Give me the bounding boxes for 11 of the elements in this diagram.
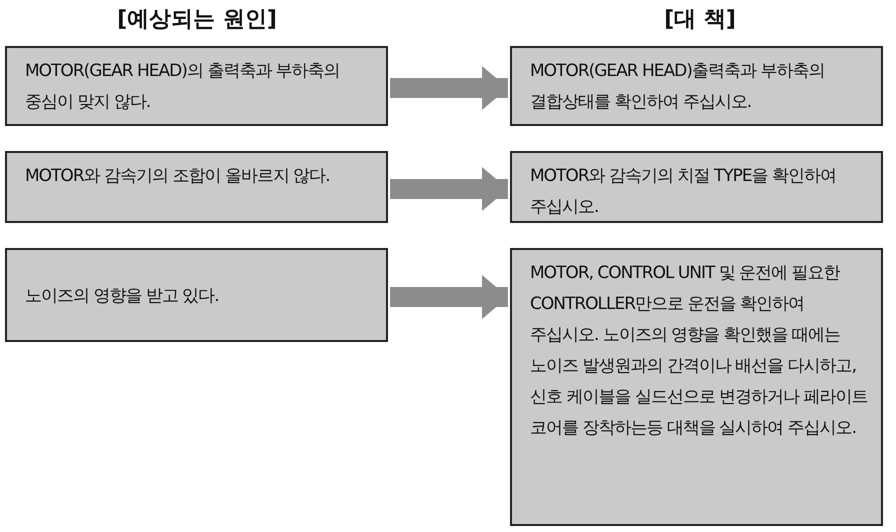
text-box: MOTOR, CONTROL UNIT 및 운전에 필요한 CONTROLLER만으로 운전을 확인하여 주십시오. 노이즈의 영향을 확인했을 때에는 노이즈 발생원과의 간격이나 배선을 다시하고, 신호 케이블을 실드선으로 변경하거나 페라이트 코어를 장착하는등 대책을 실시하여 주십시오. bbox=[510, 248, 883, 526]
column-heading: [대 책] bbox=[664, 6, 736, 34]
arrow bbox=[390, 167, 508, 211]
text-box: MOTOR와 감속기의 치절 TYPE을 확인하여 주십시오. bbox=[510, 151, 883, 223]
text-box: 노이즈의 영향을 받고 있다. bbox=[5, 248, 388, 342]
text-box: MOTOR(GEAR HEAD)출력축과 부하축의 결합상태를 확인하여 주십시오. bbox=[510, 46, 883, 126]
text-box: MOTOR와 감속기의 조합이 올바르지 않다. bbox=[5, 151, 388, 223]
arrow bbox=[390, 66, 508, 110]
column-heading: [예상되는 원인] bbox=[117, 6, 277, 34]
text-box: MOTOR(GEAR HEAD)의 출력축과 부하축의 중심이 맞지 않다. bbox=[5, 46, 388, 126]
arrow bbox=[390, 275, 508, 319]
